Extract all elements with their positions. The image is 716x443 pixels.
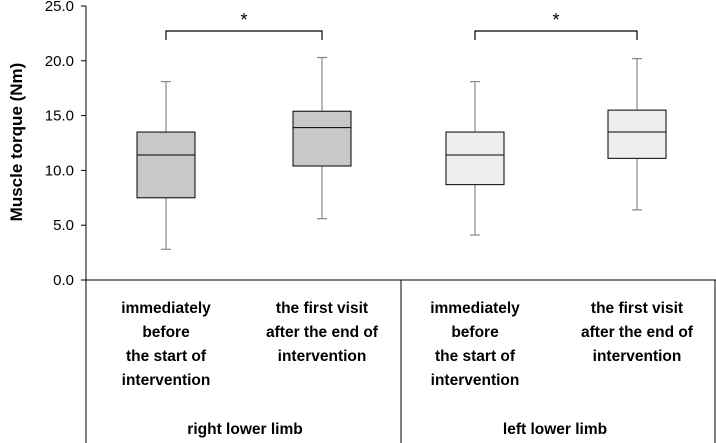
category-label: immediately [430,300,520,317]
category-label: the start of [435,348,516,365]
y-tick-label: 0.0 [53,272,74,289]
box-0-0 [136,81,196,250]
significance-bracket [474,30,638,40]
significance-star: * [552,10,559,30]
group-label: right lower limb [187,421,302,438]
iqr-box [607,109,667,159]
iqr-box [292,110,352,167]
y-tick-label: 5.0 [53,217,74,234]
category-label: intervention [431,372,520,389]
category-label: before [451,324,499,341]
category-axis: immediately before the start of interventio… [85,279,716,443]
group-label: left lower limb [503,421,607,438]
category-label: after the end of [266,324,379,341]
y-axis: 0.0 5.0 10.0 15.0 20.0 25.0 [45,0,87,289]
category-label: the start of [126,348,207,365]
box-1-0 [445,81,505,236]
y-tick-label: 20.0 [45,53,74,70]
category-label: immediately [121,300,211,317]
category-label: intervention [593,348,682,365]
boxes-layer [136,56,667,250]
iqr-box [445,131,505,186]
y-tick-label: 25.0 [45,0,74,15]
category-label: the first visit [276,300,368,317]
significance-star: * [240,10,247,30]
y-tick-label: 10.0 [45,162,74,179]
category-label: the first visit [591,300,683,317]
iqr-box [136,131,196,199]
box-0-1 [292,56,352,220]
significance-layer: ** [165,10,638,40]
category-label: intervention [278,348,367,365]
significance-bracket [165,30,323,40]
y-axis-title: Muscle torque (Nm) [7,63,26,222]
category-label: after the end of [581,324,694,341]
box-1-1 [607,58,667,211]
category-label: intervention [122,372,211,389]
y-tick-label: 15.0 [45,108,74,125]
category-label: before [142,324,190,341]
